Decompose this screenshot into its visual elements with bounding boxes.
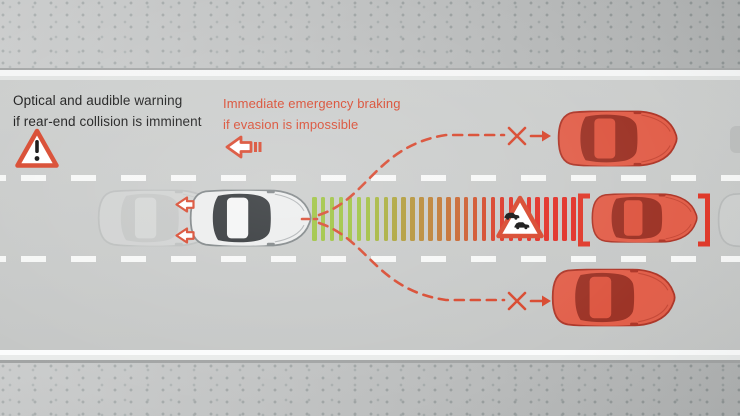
optical-warning-line2: if rear-end collision is imminent [13, 114, 202, 129]
radar-bar [356, 197, 362, 241]
radar-bar [544, 197, 549, 241]
deceleration-arrow-top-icon [175, 196, 195, 213]
radar-bar [553, 197, 558, 241]
road-edge-line-bottom [0, 350, 740, 363]
optical-warning-caption: Optical and audible warning if rear-end … [13, 90, 202, 132]
radar-bar [463, 197, 469, 241]
radar-bar [338, 197, 344, 241]
emergency-braking-line1: Immediate emergency braking [223, 96, 401, 111]
blocked-x-lower [507, 291, 527, 311]
radar-bar [419, 197, 424, 241]
direction-arrow-upper-head [542, 130, 551, 142]
ghost-car-edge-top [730, 126, 740, 153]
radar-bar [437, 197, 442, 241]
radar-bar [374, 197, 380, 241]
radar-bar [490, 197, 496, 241]
evasion-path-lower [317, 221, 506, 302]
radar-bar [455, 197, 460, 241]
blocked-x-upper [507, 126, 527, 146]
radar-bar [472, 197, 478, 241]
radar-bar [481, 197, 487, 241]
deceleration-arrow-bottom-icon [175, 227, 195, 244]
radar-bar [383, 197, 388, 241]
radar-bar [392, 197, 397, 241]
roadside-bottom [0, 363, 740, 416]
road-edge-line-top [0, 68, 740, 80]
evasion-path-upper [317, 133, 506, 217]
radar-bar [410, 197, 415, 241]
radar-bar [320, 197, 326, 241]
radar-bar [446, 197, 451, 241]
radar-bar [329, 197, 335, 241]
optical-warning-line1: Optical and audible warning [13, 93, 183, 108]
radar-bar [365, 197, 371, 241]
radar-bar [499, 197, 505, 241]
target-brackets [578, 193, 710, 247]
target-bracket-right [698, 193, 710, 247]
roadside-top [0, 0, 740, 68]
emergency-braking-caption: Immediate emergency braking if evasion i… [223, 93, 401, 135]
radar-bar [535, 197, 540, 241]
emergency-braking-line2: if evasion is impossible [223, 117, 359, 132]
target-bracket-left [578, 193, 590, 247]
radar-bar [347, 197, 353, 241]
congestion-warning-sign-icon [496, 195, 544, 239]
warning-triangle-icon [15, 128, 59, 168]
radar-bar [428, 197, 433, 241]
direction-arrow-lower-head [542, 295, 551, 307]
radar-bar [571, 197, 576, 241]
radar-bar [401, 197, 406, 241]
brake-arrow-icon [225, 135, 262, 159]
radar-bar [562, 197, 567, 241]
